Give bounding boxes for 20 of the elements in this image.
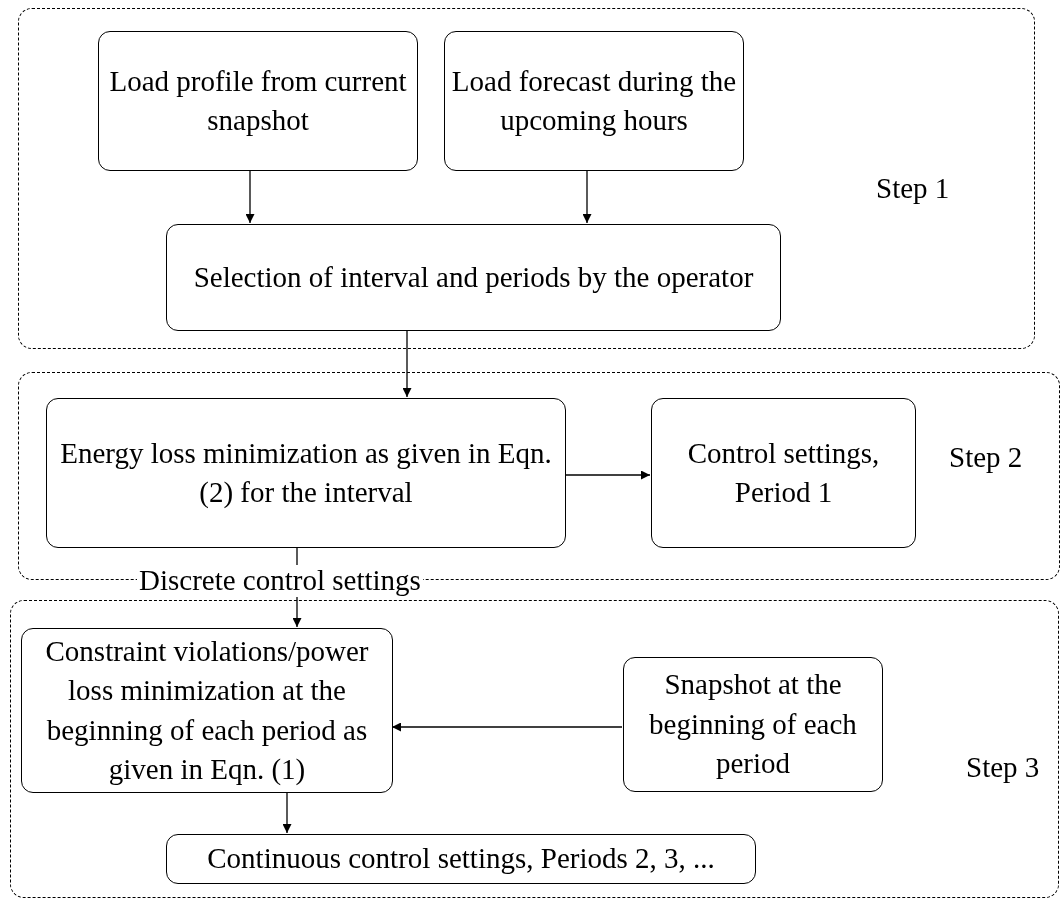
process-box: Control settings, Period 1 (651, 398, 916, 548)
step-label: Step 2 (949, 441, 1023, 474)
step-label: Step 3 (966, 751, 1040, 784)
process-box: Load profile from current snapshot (98, 31, 418, 171)
arrow (282, 791, 292, 834)
process-box: Selection of interval and periods by the operator (166, 224, 781, 331)
edge-label: Discrete control settings (137, 565, 423, 597)
step-label: Step 1 (876, 172, 950, 205)
arrow (564, 470, 651, 480)
process-box: Constraint violations/power loss minimization at the beginning of each period as given in Eqn. (1) (21, 628, 393, 793)
arrow (582, 169, 592, 224)
process-box: Load forecast during the upcoming hours (444, 31, 744, 171)
process-box: Snapshot at the beginning of each period (623, 657, 883, 792)
dashed-group-frame (10, 600, 1059, 898)
process-box: Continuous control settings, Periods 2, 3, ... (166, 834, 756, 884)
arrow (391, 722, 623, 732)
arrow (245, 169, 255, 224)
process-box: Energy loss minimization as given in Eqn. (2) for the interval (46, 398, 566, 548)
dashed-group-frame (18, 8, 1035, 349)
arrow (402, 329, 412, 398)
